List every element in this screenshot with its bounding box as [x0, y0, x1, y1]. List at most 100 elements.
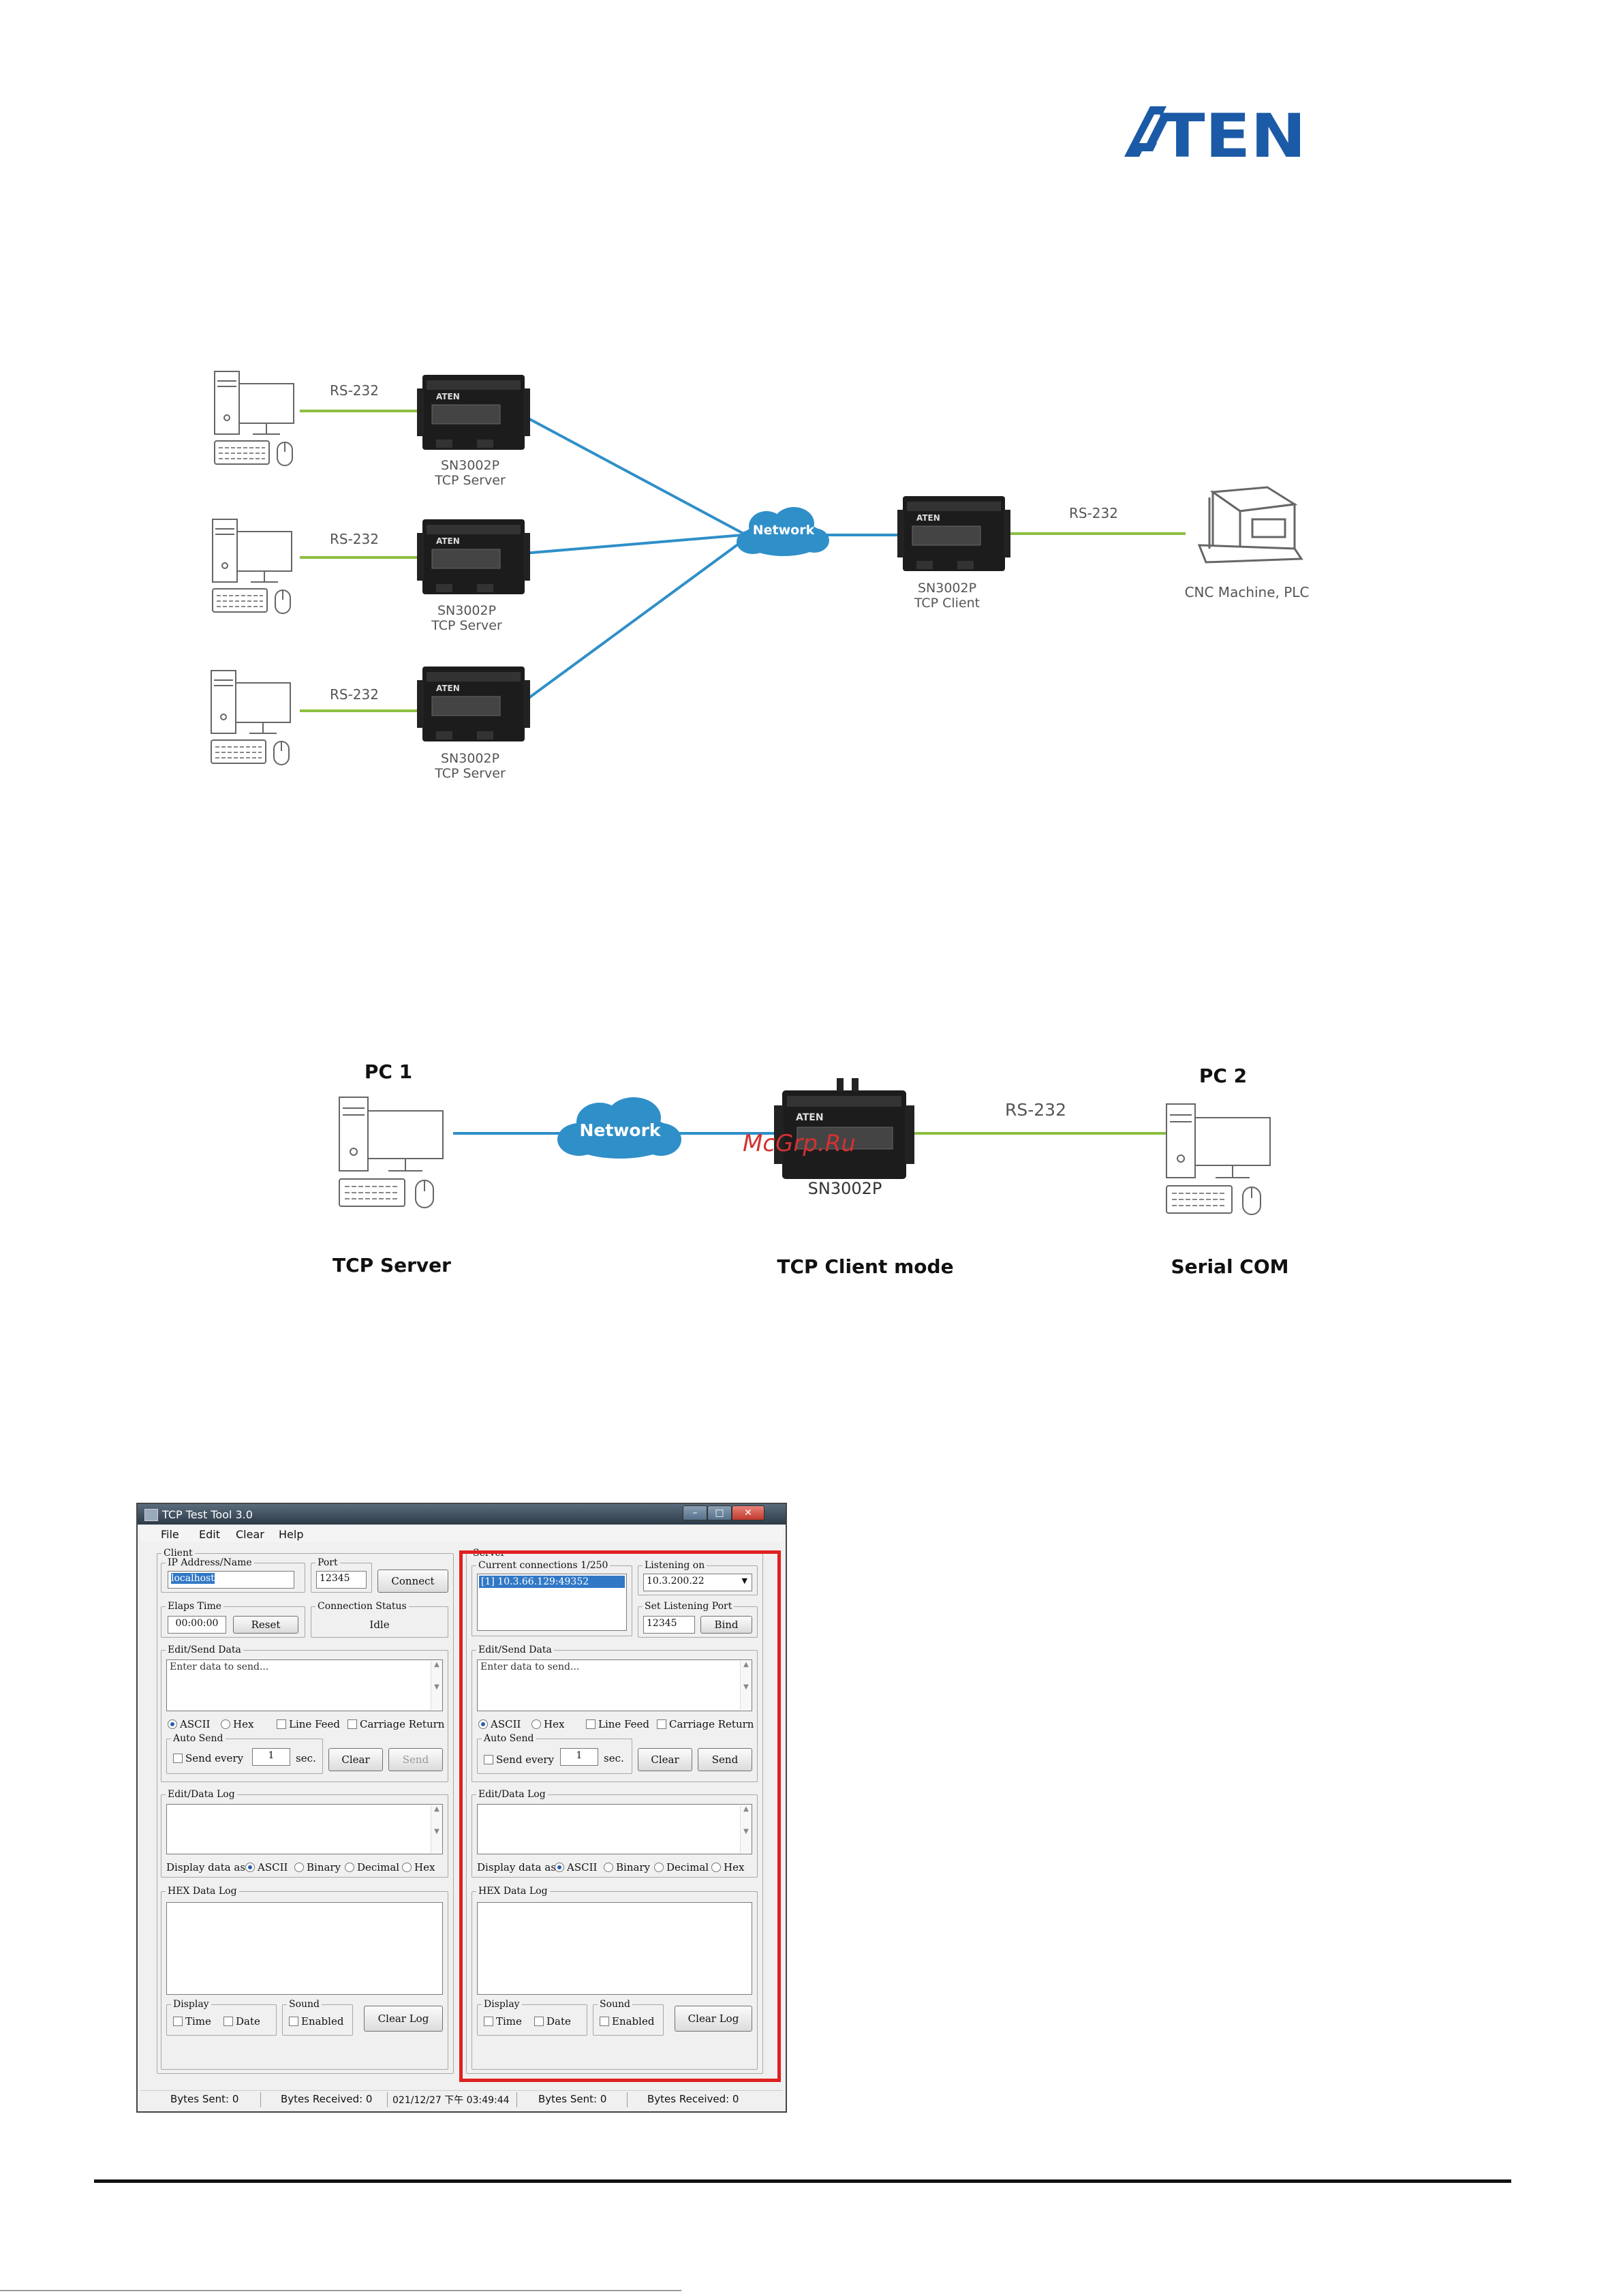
scrollbar[interactable]: ▲▼ — [740, 1805, 752, 1853]
server-log-area[interactable] — [477, 1804, 752, 1854]
pc-icon — [214, 371, 294, 466]
chevron-down-icon: ▼ — [741, 1576, 747, 1585]
client-sound-group: Sound — [282, 1999, 353, 2036]
scrollbar[interactable]: ▲▼ — [431, 1805, 442, 1853]
server-disp-decimal-label: Decimal — [666, 1861, 709, 1873]
client-hex-label: Hex — [233, 1718, 254, 1730]
reset-button[interactable]: Reset — [233, 1616, 298, 1634]
server-cr-checkbox[interactable] — [657, 1719, 666, 1729]
client-linefeed-checkbox[interactable] — [277, 1719, 286, 1729]
client-sendevery-label: Send every — [185, 1752, 244, 1764]
server-sendevery-checkbox[interactable] — [484, 1755, 493, 1764]
client-ip-input[interactable]: localhost — [168, 1571, 294, 1589]
client-send-button[interactable]: Send — [388, 1748, 443, 1771]
server-log-group: Edit/Data Log — [472, 1789, 758, 1878]
client-hex-radio[interactable] — [221, 1719, 230, 1729]
network-label: Network — [752, 523, 815, 538]
svg-text:ATEN: ATEN — [796, 1112, 824, 1123]
rs232-label: RS-232 — [330, 686, 379, 703]
menu-help[interactable]: Help — [279, 1528, 304, 1541]
sn3002p-device-icon — [416, 374, 531, 450]
client-sendevery-checkbox[interactable] — [173, 1754, 183, 1763]
server-display-legend: Display — [484, 1999, 520, 2010]
client-sound-checkbox[interactable] — [289, 2017, 298, 2026]
client-disp-decimal-radio[interactable] — [345, 1863, 354, 1872]
server-disp-decimal-radio[interactable] — [654, 1863, 664, 1872]
menu-edit[interactable]: Edit — [199, 1528, 220, 1541]
elapse-time-field: 00:00:00 — [168, 1616, 226, 1634]
server-interval-input[interactable]: 1 — [560, 1748, 598, 1766]
server-clearlog-button[interactable]: Clear Log — [675, 2006, 752, 2032]
server-ascii-radio[interactable] — [478, 1719, 488, 1729]
client-log-area[interactable] — [166, 1804, 443, 1854]
menu-file[interactable]: File — [161, 1528, 179, 1541]
network-cloud-icon — [557, 1097, 681, 1159]
server-clear-button[interactable]: Clear — [638, 1748, 692, 1771]
client-send-group: Edit/Send Data — [161, 1644, 448, 1782]
server-connections-group: Current connections 1/250 — [472, 1560, 632, 1636]
bind-button[interactable]: Bind — [700, 1616, 752, 1634]
client-hexlog-area[interactable] — [166, 1902, 443, 1995]
client-interval-input[interactable]: 1 — [252, 1748, 290, 1766]
close-icon[interactable]: ✕ — [732, 1505, 764, 1520]
client-hexlog-group: HEX Data Log — [161, 1886, 448, 2070]
server-linefeed-checkbox[interactable] — [586, 1719, 596, 1729]
client-cr-checkbox[interactable] — [347, 1719, 357, 1729]
listening-ip-select[interactable]: 10.3.200.22▼ — [643, 1574, 752, 1591]
client-disp-ascii-radio[interactable] — [245, 1863, 255, 1872]
status-separator — [387, 2092, 388, 2107]
client-disp-hex-radio[interactable] — [402, 1863, 412, 1872]
client-disp-binary-radio[interactable] — [294, 1863, 304, 1872]
server-send-input[interactable]: Enter data to send... — [477, 1659, 752, 1711]
client-time-label: Time — [185, 2015, 211, 2027]
rs232-label: RS-232 — [330, 531, 379, 547]
maximize-icon[interactable]: □ — [707, 1505, 732, 1520]
menu-clear[interactable]: Clear — [236, 1528, 264, 1541]
client-port-input[interactable]: 12345 — [316, 1571, 367, 1589]
client-time-checkbox[interactable] — [173, 2017, 183, 2026]
server-hexlog-area[interactable] — [477, 1902, 752, 1995]
client-clearlog-button[interactable]: Clear Log — [364, 2006, 443, 2032]
cnc-machine-icon — [1197, 486, 1303, 564]
server-port-input[interactable]: 12345 — [643, 1616, 695, 1634]
scrollbar[interactable]: ▲▼ — [431, 1661, 442, 1710]
pc1-caption: TCP Server — [333, 1254, 451, 1276]
server-disp-ascii-radio[interactable] — [555, 1863, 564, 1872]
connect-button[interactable]: Connect — [377, 1570, 448, 1593]
page-rule — [94, 2179, 1511, 2183]
minimize-icon[interactable]: – — [683, 1505, 707, 1520]
elapse-group: Elaps Time — [161, 1601, 305, 1638]
client-ascii-label: ASCII — [180, 1718, 211, 1730]
pc-icon — [211, 670, 291, 765]
client-ascii-radio[interactable] — [168, 1719, 177, 1729]
window-title: TCP Test Tool 3.0 — [162, 1508, 253, 1521]
server-ascii-label: ASCII — [491, 1718, 521, 1730]
setport-legend: Set Listening Port — [645, 1601, 732, 1612]
server-display-group: Display — [477, 1999, 587, 2036]
network-cloud-icon — [737, 507, 829, 556]
pc-icon — [1166, 1103, 1271, 1215]
server-disp-binary-radio[interactable] — [604, 1863, 613, 1872]
port-legend: Port — [318, 1557, 338, 1568]
server-sound-checkbox[interactable] — [600, 2017, 609, 2026]
server-time-checkbox[interactable] — [484, 2017, 493, 2026]
server-send-button[interactable]: Send — [698, 1748, 752, 1771]
diagram-server-client: ATEN — [0, 341, 1623, 818]
connection-list-item[interactable]: [1] 10.3.66.129:49352 — [479, 1576, 625, 1588]
client-sec-label: sec. — [296, 1752, 316, 1764]
server-connections-list[interactable]: [1] 10.3.66.129:49352 — [477, 1574, 627, 1631]
client-disp-binary-label: Binary — [307, 1861, 341, 1873]
server-send-group: Edit/Send Data — [472, 1644, 758, 1782]
server-disp-hex-label: Hex — [724, 1861, 745, 1873]
server-hex-radio[interactable] — [531, 1719, 541, 1729]
server-disp-hex-radio[interactable] — [711, 1863, 721, 1872]
server-date-checkbox[interactable] — [534, 2017, 544, 2026]
scrollbar[interactable]: ▲▼ — [740, 1661, 752, 1710]
server-disp-binary-label: Binary — [616, 1861, 651, 1873]
client-send-input[interactable]: Enter data to send... — [166, 1659, 443, 1711]
client-autosend-legend: Auto Send — [173, 1733, 223, 1744]
client-clear-button[interactable]: Clear — [328, 1748, 383, 1771]
client-date-checkbox[interactable] — [223, 2017, 233, 2026]
client-send-legend: Edit/Send Data — [168, 1644, 241, 1655]
